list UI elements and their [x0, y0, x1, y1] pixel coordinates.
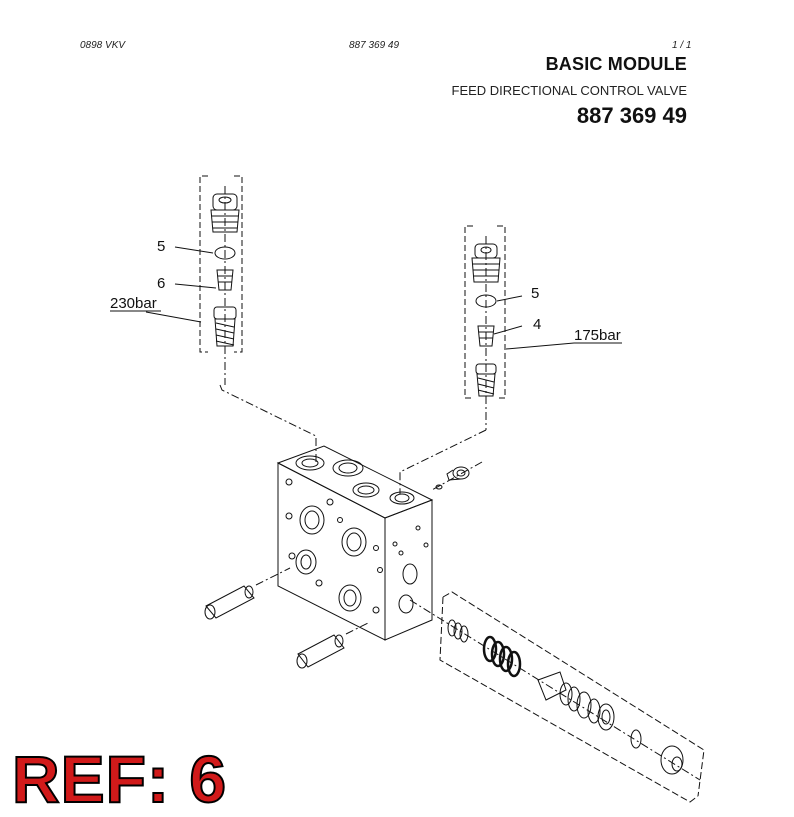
leader-left-seal	[174, 246, 214, 254]
plug-screw	[431, 461, 483, 491]
leader-left-cone	[174, 283, 217, 289]
leader-right-cone	[493, 325, 523, 335]
valve-body	[276, 445, 434, 641]
leader-right-pressure	[505, 342, 575, 350]
callout-left-seal: 5	[157, 238, 165, 255]
left-relief-valve-assembly	[199, 175, 243, 385]
callout-right-seal: 5	[531, 285, 539, 302]
callout-right-cone: 4	[533, 316, 541, 333]
callout-left-pressure: 230bar	[110, 295, 157, 312]
callout-right-pressure: 175bar	[574, 327, 621, 344]
part-number: 887 369 49	[576, 103, 687, 128]
leader-left-pressure	[145, 311, 202, 323]
check-valve-pin-lower	[296, 621, 371, 669]
leader-right-seal	[496, 295, 523, 302]
spool-assembly	[409, 591, 705, 803]
header-page-number: 1 / 1	[672, 40, 692, 51]
page-subtitle: FEED DIRECTIONAL CONTROL VALVE	[451, 83, 688, 98]
callout-left-cone: 6	[157, 275, 165, 292]
header-date-code: 0898 VKV	[80, 40, 126, 51]
header-doc-number: 887 369 49	[349, 40, 400, 51]
page-title: BASIC MODULE	[545, 54, 687, 74]
left-valve-cone	[216, 269, 234, 291]
check-valve-pin-upper	[204, 567, 291, 620]
right-valve-cone	[477, 325, 495, 347]
right-relief-valve-assembly	[464, 225, 506, 430]
reference-label: REF: 6	[11, 742, 228, 816]
